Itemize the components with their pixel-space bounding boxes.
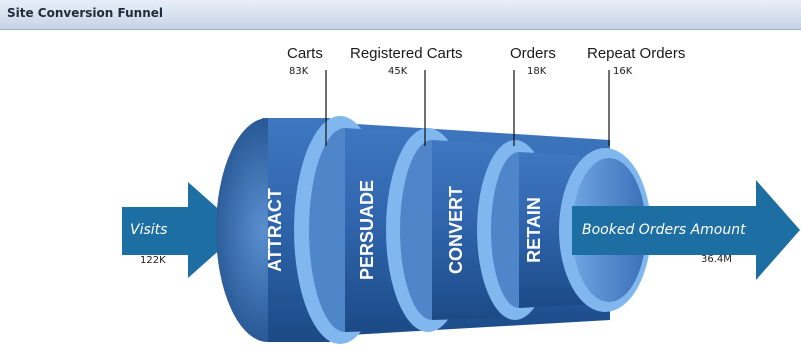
booked-orders-value: 36.4M [701,254,732,265]
callout-repeat-orders-value: 16K [613,66,633,77]
visits-arrow [122,182,242,278]
booked-orders-arrow [572,180,800,280]
callout-orders-value: 18K [527,66,547,77]
callout-carts-label: Carts [287,45,323,62]
visits-value: 122K [140,255,166,266]
booked-orders-label: Booked Orders Amount [582,222,746,238]
stage-retain-label: RETAIN [524,197,544,263]
callout-registered-carts-label: Registered Carts [350,45,463,62]
stage-persuade-label: PERSUADE [357,180,377,280]
callout-carts-value: 83K [289,66,309,77]
callout-registered-carts-value: 45K [388,66,408,77]
title-bar: Site Conversion Funnel [0,0,801,30]
callout-repeat-orders-label: Repeat Orders [587,45,685,62]
stage-attract-label: ATTRACT [265,188,285,272]
callout-orders-label: Orders [510,45,556,62]
visits-label: Visits [130,222,167,238]
stage-convert-label: CONVERT [446,186,466,274]
page-title: Site Conversion Funnel [7,6,163,20]
